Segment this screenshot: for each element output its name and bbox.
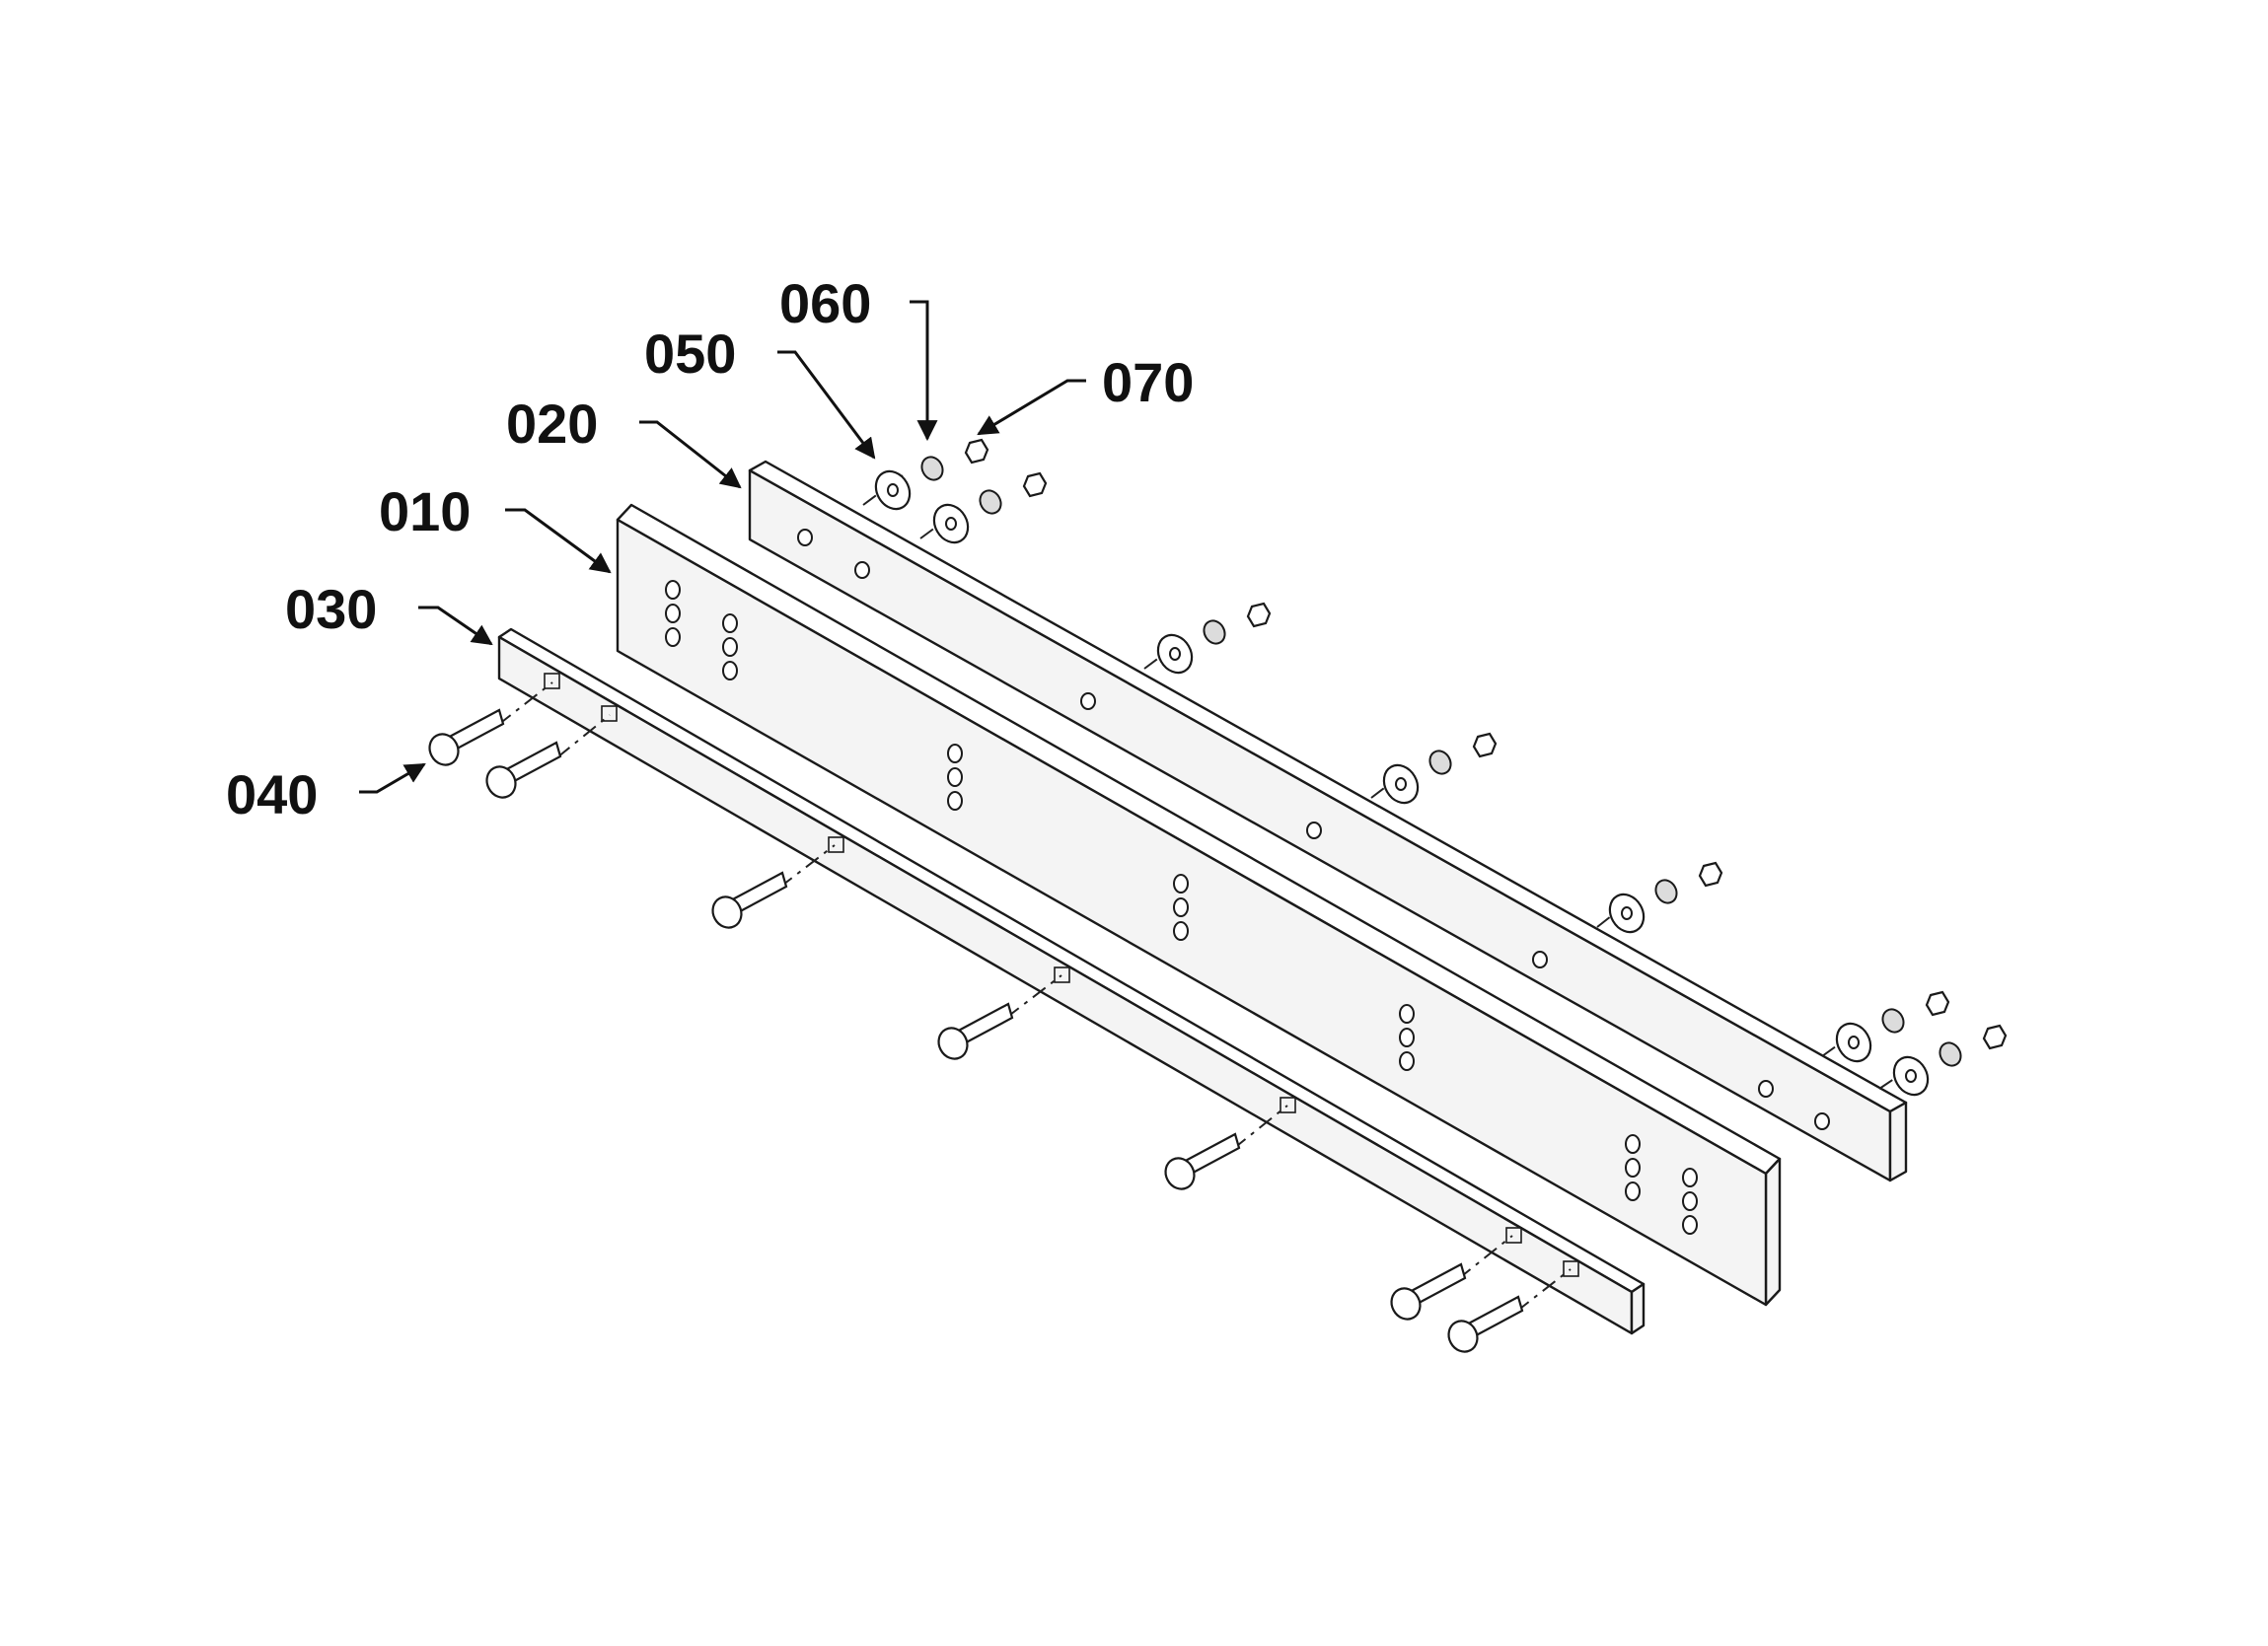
leader-030 xyxy=(418,606,493,646)
carriage-bolt xyxy=(1390,1262,1467,1321)
bar-020 xyxy=(748,460,1908,1182)
fastener-set xyxy=(1835,990,1950,1063)
callout-leaders xyxy=(359,300,1086,794)
carriage-bolt xyxy=(485,741,562,799)
fastener-set xyxy=(1608,861,1723,934)
carriage-bolts-040 xyxy=(428,708,1524,1353)
fastener-set xyxy=(1892,1024,2008,1097)
carriage-bolt xyxy=(937,1002,1014,1060)
leader-010 xyxy=(505,508,612,574)
strip-030-square-holes xyxy=(544,673,1579,1277)
leader-020 xyxy=(639,420,742,489)
fastener-sets xyxy=(874,438,2008,1097)
callout-060: 060 xyxy=(779,272,871,334)
fastener-set xyxy=(1382,732,1498,805)
fastener-set xyxy=(874,438,989,511)
leader-060 xyxy=(910,300,938,442)
callout-040: 040 xyxy=(226,763,318,825)
leader-040 xyxy=(359,762,426,794)
fastener-set xyxy=(932,471,1048,544)
callout-010: 010 xyxy=(379,480,471,542)
callout-030: 030 xyxy=(285,578,377,640)
callout-020: 020 xyxy=(506,393,598,455)
bar-020-holes xyxy=(797,529,1830,1130)
callout-070: 070 xyxy=(1102,351,1194,413)
leader-050 xyxy=(777,350,876,460)
carriage-bolt xyxy=(428,708,505,766)
fastener-set xyxy=(1156,602,1272,675)
board-010-holes xyxy=(665,580,1698,1235)
callout-labels: 010 020 030 040 050 060 070 xyxy=(226,272,1194,825)
carriage-bolt xyxy=(1164,1132,1241,1190)
leader-070 xyxy=(977,379,1086,436)
carriage-bolt xyxy=(711,871,788,929)
callout-050: 050 xyxy=(644,322,736,385)
board-010 xyxy=(616,503,1782,1307)
carriage-bolt xyxy=(1447,1295,1524,1353)
strip-030 xyxy=(497,627,1646,1335)
